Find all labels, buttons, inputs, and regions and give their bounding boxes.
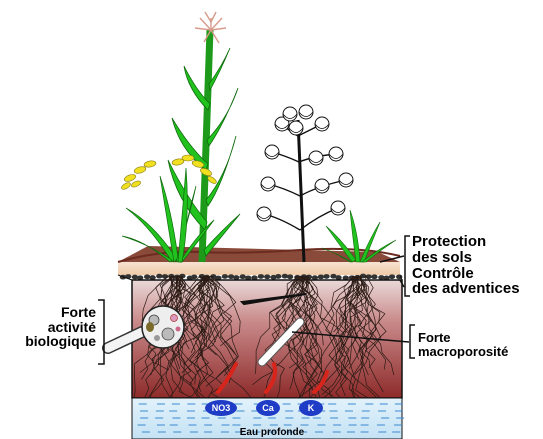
nutrient-k-label: K (299, 400, 323, 417)
maize-plant (168, 12, 240, 262)
protection-line2: des sols (412, 250, 520, 266)
macro-line2: macroporosité (418, 345, 508, 359)
macroporosity-label: Forte macroporosité (418, 331, 508, 358)
activite-line3: biologique (14, 334, 96, 349)
activite-line1: Forte (14, 305, 96, 320)
activite-line2: activité (14, 320, 96, 335)
biological-activity-label: Forte activité biologique (14, 305, 96, 349)
protection-controle-label: Protection des sols Contrôle des adventi… (412, 234, 520, 297)
controle-line2: des adventices (412, 281, 520, 297)
nutrient-no3-label: NO3 (204, 400, 238, 417)
protection-line1: Protection (412, 234, 520, 250)
deep-water-label: Eau profonde (211, 427, 333, 439)
macro-line1: Forte (418, 331, 508, 345)
controle-line1: Contrôle (412, 266, 520, 282)
nutrient-ca-label: Ca (256, 400, 280, 417)
